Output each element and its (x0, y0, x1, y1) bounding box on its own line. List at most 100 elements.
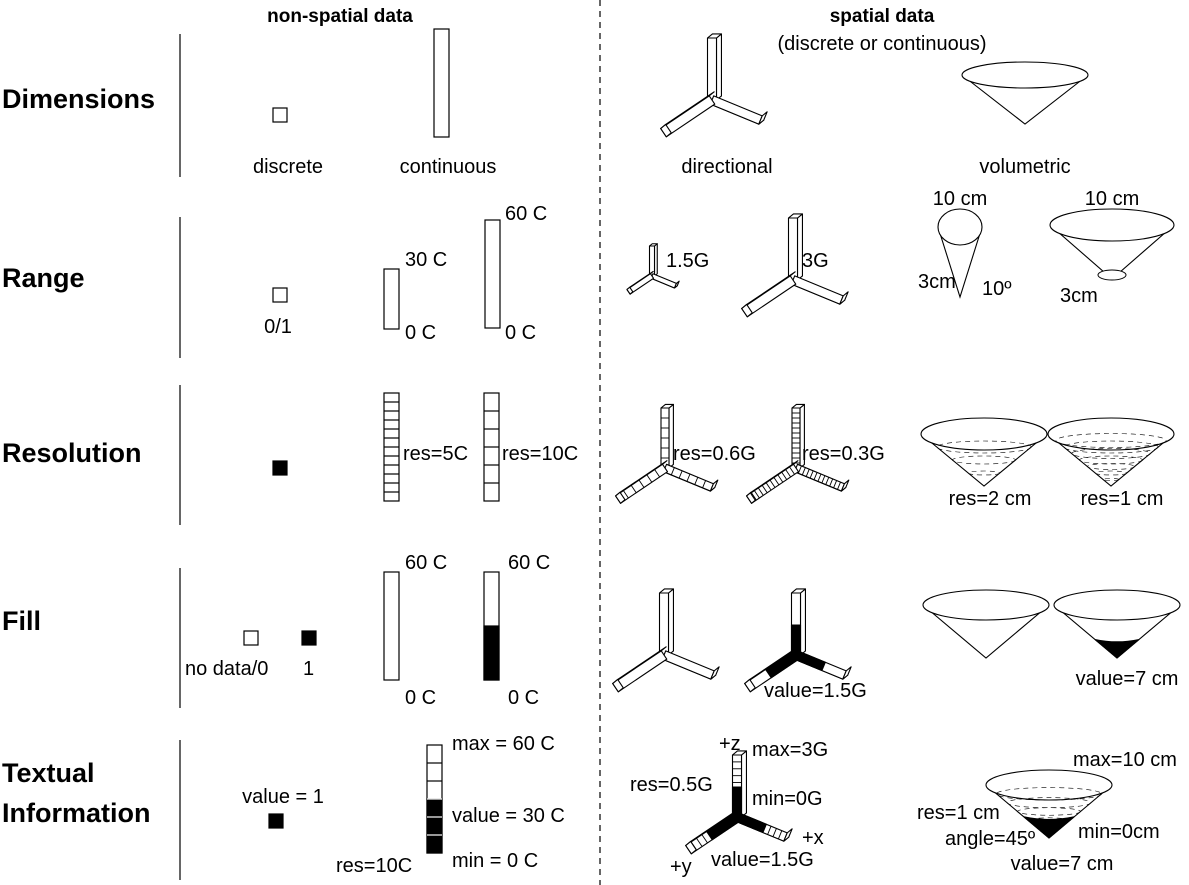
fill-axes-value-cap (790, 588, 807, 594)
resolution-axes-0-3g-tick (757, 487, 764, 496)
header-spatial-sub: (discrete or continuous) (777, 33, 987, 55)
resolution-axes-0-3g-tick (781, 471, 788, 480)
resolution-axes-0-3g-cap (840, 479, 850, 492)
textual-bar-level (426, 798, 443, 854)
resolution-cone-1cm-rim (1047, 417, 1175, 451)
resolution-cone-2cm-ring (936, 440, 1032, 454)
res-cone2-label: res=1 cm (1080, 488, 1164, 510)
volumetric-cone-dimensions-body (961, 74, 1089, 125)
resolution-cone-1cm-ring (1094, 470, 1128, 476)
directional-axes-dimensions-cap (758, 111, 768, 125)
resolution-axes-0-3g-tick (750, 493, 756, 501)
resolution-axes-0-6g-tick (646, 474, 653, 483)
text-cone-value: value=7 cm (1010, 853, 1114, 875)
fill-square-full (301, 630, 317, 646)
fill-axes-empty-face (667, 588, 675, 656)
text-cone-res: res=1 cm (917, 802, 1000, 824)
range-axes-1-5g-cap (648, 243, 658, 247)
text-axes-y: +y (670, 856, 692, 878)
resolution-axes-0-3g-tick (761, 485, 768, 494)
text-bar-value: value = 30 C (452, 805, 565, 827)
fill-cone-value-rim (1053, 589, 1181, 621)
text-cone-max: max=10 cm (1073, 749, 1177, 771)
textual-axes-level (734, 812, 767, 834)
range-axes-3g-arm (787, 217, 799, 281)
range-bar-30c (383, 268, 400, 330)
resolution-axes-0-3g-tick (777, 474, 784, 483)
resolution-axes-0-6g-cap (615, 491, 626, 504)
directional-axes-dimensions-face (715, 33, 723, 101)
text-axes-max: max=3G (752, 739, 829, 761)
textual-axes-tick (701, 834, 708, 844)
range-axes-3g-cap (787, 213, 804, 219)
fill-axes-empty-arm (658, 592, 670, 656)
resolution-axes-0-3g-tick (825, 477, 830, 485)
range-axes2-label: 3G (802, 250, 829, 272)
resolution-axes-0-3g-tick (829, 478, 834, 487)
resolution-axes-0-6g-tick (702, 480, 707, 489)
textual-axes-tick (777, 830, 783, 840)
textual-axes-face (740, 750, 748, 818)
range-binary-label: 0/1 (264, 316, 292, 338)
resolution-axes-0-6g-tick (623, 490, 629, 499)
range-axes-1-5g-arm (650, 273, 677, 289)
fill-cone-empty-rim (922, 589, 1050, 621)
range-axes-3g-cap (741, 303, 753, 318)
textual-cone-level (1023, 816, 1075, 839)
res-bar1-label: res=5C (403, 443, 469, 465)
resolution-cone-1cm-ring (1087, 463, 1135, 470)
discrete-square-dimensions (272, 107, 288, 123)
textual-axes-tick (696, 838, 703, 847)
label-volumetric: volumetric (979, 156, 1071, 178)
res-axes2-label: res=0.3G (802, 443, 885, 465)
range-cone-wide-inner (1097, 269, 1127, 281)
resolution-axes-0-6g-tick (654, 469, 661, 478)
textual-cone-rim (985, 769, 1113, 801)
textual-axes-cap (783, 828, 793, 842)
resolution-axes-0-3g-tick (837, 481, 841, 490)
res-bar2-label: res=10C (502, 443, 579, 465)
resolution-axes-0-3g-tick (817, 473, 822, 482)
range-axes-1-5g-cap (673, 280, 680, 289)
row-label-resolution: Resolution (2, 438, 142, 468)
range-cone1-angle: 10º (982, 278, 1012, 300)
resolution-axes-0-3g-tick (789, 466, 795, 475)
resolution-cone-1cm-ring (1063, 440, 1159, 454)
resolution-axes-0-3g-tick (754, 490, 760, 499)
text-axes-z: +z (719, 733, 741, 755)
range-cone-wide-rim (1049, 208, 1175, 242)
fill-axes-value-cap (842, 666, 852, 680)
range-axes-3g-arm (790, 275, 844, 305)
textual-square-value (268, 813, 284, 829)
resolution-cone-2cm-ring (967, 470, 1001, 476)
textual-axes-tick (690, 841, 698, 851)
volumetric-cone-dimensions-rim (961, 61, 1089, 89)
resolution-axes-0-3g-tick (801, 467, 806, 476)
resolution-axes-0-6g-cap (660, 403, 674, 409)
resolution-axes-0-3g-tick (805, 468, 810, 477)
textual-axes-tick (772, 828, 777, 837)
discrete-square-range (272, 287, 288, 303)
range-bar2-min: 0 C (505, 322, 537, 344)
discrete-square-resolution (272, 460, 288, 476)
resolution-cone-1cm-ring (1079, 455, 1143, 465)
range-axes-1-5g-cap (626, 286, 634, 295)
resolution-cone-1cm-ring (1071, 448, 1151, 459)
fill-cone-value-level (1094, 638, 1140, 659)
label-directional: directional (681, 156, 773, 178)
range-bar-60c (484, 219, 501, 329)
fill-bar1-min: 0 C (405, 687, 437, 709)
directional-axes-dimensions-cap (660, 123, 672, 138)
resolution-axes-0-3g-tick (833, 480, 838, 489)
range-bar1-max: 30 C (405, 249, 448, 271)
fill-axes-value-level (793, 650, 826, 672)
textual-axes-level (706, 812, 741, 841)
resolution-axes-0-6g-cap (709, 479, 719, 492)
continuous-bar-dimensions (433, 28, 450, 138)
resolution-axes-0-3g-tick (797, 465, 802, 474)
label-continuous: continuous (399, 156, 497, 178)
resolution-axes-0-3g-tick (785, 469, 792, 478)
range-cone1-top: 10 cm (932, 188, 988, 210)
row-label-textual: Textual (2, 758, 95, 788)
range-cone1-side: 3cm (918, 271, 956, 293)
